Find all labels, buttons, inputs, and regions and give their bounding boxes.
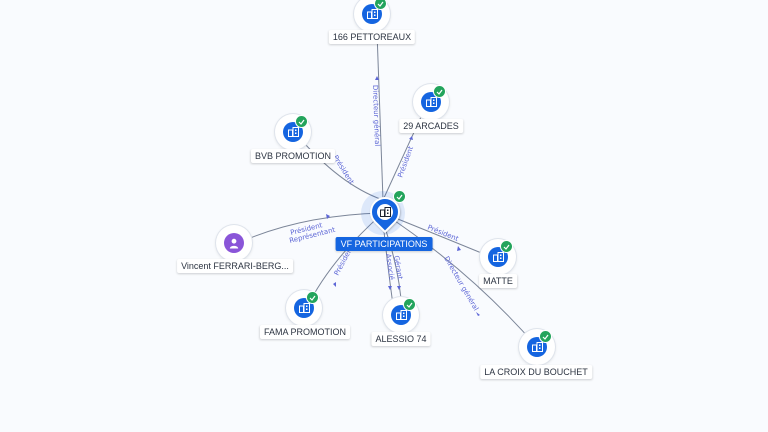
verified-check-icon (393, 190, 406, 203)
node-label-alessio-74[interactable]: ALESSIO 74 (371, 332, 431, 346)
node-vf-participations[interactable] (361, 190, 407, 241)
node-label-166-pettoreaux[interactable]: 166 PETTOREAUX (328, 30, 416, 44)
arrow-croix (476, 312, 480, 316)
arrow-vincent (326, 214, 330, 219)
arrow-fama (333, 282, 336, 287)
map-pin-icon (363, 190, 407, 234)
arrow-alessio-2 (397, 286, 401, 290)
edge-croix (382, 212, 538, 348)
edge-pettoreaux (376, 31, 384, 201)
arrow-matte (457, 246, 461, 251)
verified-check-icon (374, 0, 387, 10)
company-icon (377, 204, 393, 220)
node-label-vincent-ferrari-berg[interactable]: Vincent FERRARI-BERG... (177, 259, 293, 273)
verified-check-icon (433, 85, 446, 98)
node-matte[interactable] (480, 239, 516, 275)
verified-check-icon (403, 298, 416, 311)
node-166-pettoreaux[interactable] (354, 0, 390, 32)
node-vincent-ferrari-berg[interactable] (216, 225, 252, 261)
node-label-la-croix-du-bouchet[interactable]: LA CROIX DU BOUCHET (480, 365, 592, 379)
edge-label-arcades: Président (396, 145, 415, 179)
node-alessio-74[interactable] (383, 297, 419, 333)
node-fama-promotion[interactable] (286, 290, 322, 326)
verified-check-icon (295, 115, 308, 128)
node-label-vf-participations[interactable]: VF PARTICIPATIONS (335, 237, 433, 251)
node-29-arcades[interactable] (413, 84, 449, 120)
edge-label-alessio-2: Associé (384, 253, 396, 280)
verified-check-icon (539, 330, 552, 343)
node-la-croix-du-bouchet[interactable] (519, 329, 555, 365)
arrow-alessio-1 (388, 286, 392, 290)
edge-bvb (296, 134, 384, 201)
verified-check-icon (500, 240, 513, 253)
node-label-bvb-promotion[interactable]: BVB PROMOTION (250, 149, 336, 163)
node-label-fama-promotion[interactable]: FAMA PROMOTION (259, 325, 351, 339)
person-icon (224, 233, 244, 253)
node-label-matte[interactable]: MATTE (479, 274, 517, 288)
edge-label-pettoreaux: Directeur général (371, 85, 381, 147)
node-label-29-arcades[interactable]: 29 ARCADES (399, 119, 463, 133)
arrow-pettoreaux (375, 76, 379, 80)
node-bvb-promotion[interactable] (275, 114, 311, 150)
verified-check-icon (306, 291, 319, 304)
arrow-arcades (409, 136, 413, 140)
